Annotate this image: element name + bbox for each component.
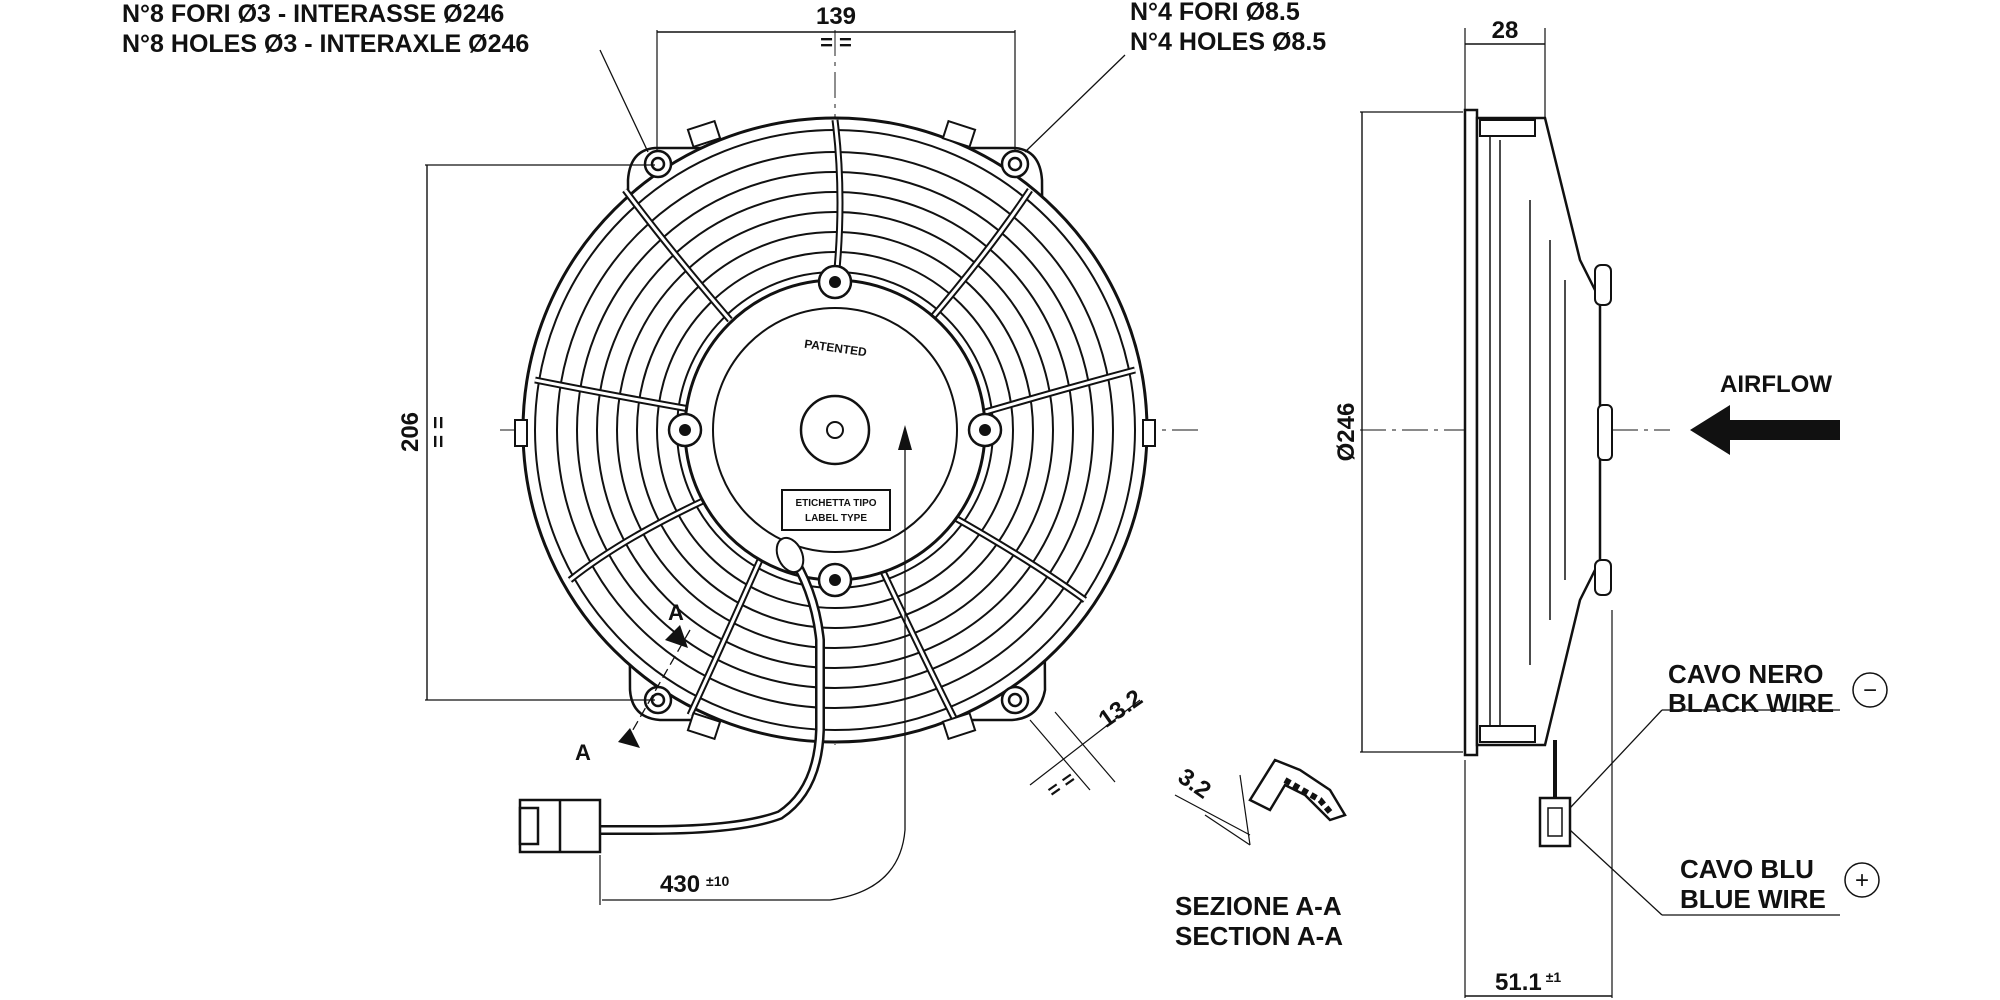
- plus-sign-icon: [1844, 862, 1880, 898]
- svg-text:−: −: [1863, 677, 1877, 704]
- black-wire-label-en: BLACK WIRE: [1668, 688, 1834, 718]
- label-type-en: LABEL TYPE: [805, 513, 867, 524]
- dim-diameter-246: Ø246: [1333, 403, 1360, 462]
- minus-sign-icon: [1852, 672, 1888, 708]
- blue-wire-label-en: BLUE WIRE: [1680, 884, 1826, 914]
- svg-text:+: +: [1855, 867, 1869, 894]
- dim-13-2: 13.2: [1094, 684, 1148, 733]
- blue-wire-label-it: CAVO BLU: [1680, 854, 1814, 884]
- cable-grommet: [775, 536, 805, 574]
- large-holes-label-en: N°4 HOLES Ø8.5: [1130, 28, 1326, 56]
- label-type-box: [781, 489, 891, 531]
- dim-139-equal: = =: [820, 30, 852, 55]
- leader-large-holes: [1024, 54, 1126, 153]
- front-view: PATENTED ETICHETTA TIPO LABEL TYPE: [122, 0, 1326, 905]
- dim-206: 206: [397, 412, 424, 452]
- section-line: [629, 629, 691, 736]
- airflow-arrow-icon: [1690, 405, 1840, 455]
- dim-line-430: [602, 440, 906, 901]
- side-flange: [1463, 108, 1479, 757]
- small-holes-label-it: N°8 FORI Ø3 - INTERASSE Ø246: [122, 0, 504, 28]
- side-fan-body: [1475, 116, 1602, 747]
- large-holes-label-it: N°4 FORI Ø8.5: [1130, 0, 1300, 26]
- section-title-en: SECTION A-A: [1175, 921, 1343, 951]
- airflow-label: AIRFLOW: [1720, 371, 1832, 398]
- dim-206-equal: = =: [426, 416, 451, 448]
- section-mark-upper: A: [668, 600, 684, 625]
- small-holes-label-en: N°8 HOLES Ø3 - INTERAXLE Ø246: [122, 30, 529, 58]
- motor-screws: [667, 264, 1003, 598]
- rim-clips: [514, 119, 1156, 741]
- leader-small-holes: [599, 49, 649, 153]
- section-title-it: SEZIONE A-A: [1175, 891, 1342, 921]
- leader-black-wire: [1569, 709, 1663, 809]
- dim-139: 139: [816, 3, 856, 30]
- dim-13-2-equal: = =: [1043, 768, 1079, 803]
- dim-430: 430±10: [660, 871, 730, 898]
- leader-blue-wire: [1569, 829, 1663, 916]
- side-view: Ø246 28 51.1±1 AIRFLOW CAVO NERO BLACK W…: [1333, 17, 1888, 998]
- dim-28: 28: [1492, 17, 1519, 44]
- dim-51-1: 51.1±1: [1495, 969, 1561, 996]
- black-wire-label-it: CAVO NERO: [1668, 659, 1824, 689]
- label-type-it: ETICHETTA TIPO: [795, 498, 876, 509]
- cable-connector: [518, 798, 602, 854]
- dim-3-2: 3.2: [1173, 763, 1216, 804]
- section-a-a: 3.2 SEZIONE A-A SECTION A-A: [1173, 758, 1347, 951]
- side-connector: [1538, 796, 1572, 848]
- section-mark-lower: A: [575, 740, 591, 765]
